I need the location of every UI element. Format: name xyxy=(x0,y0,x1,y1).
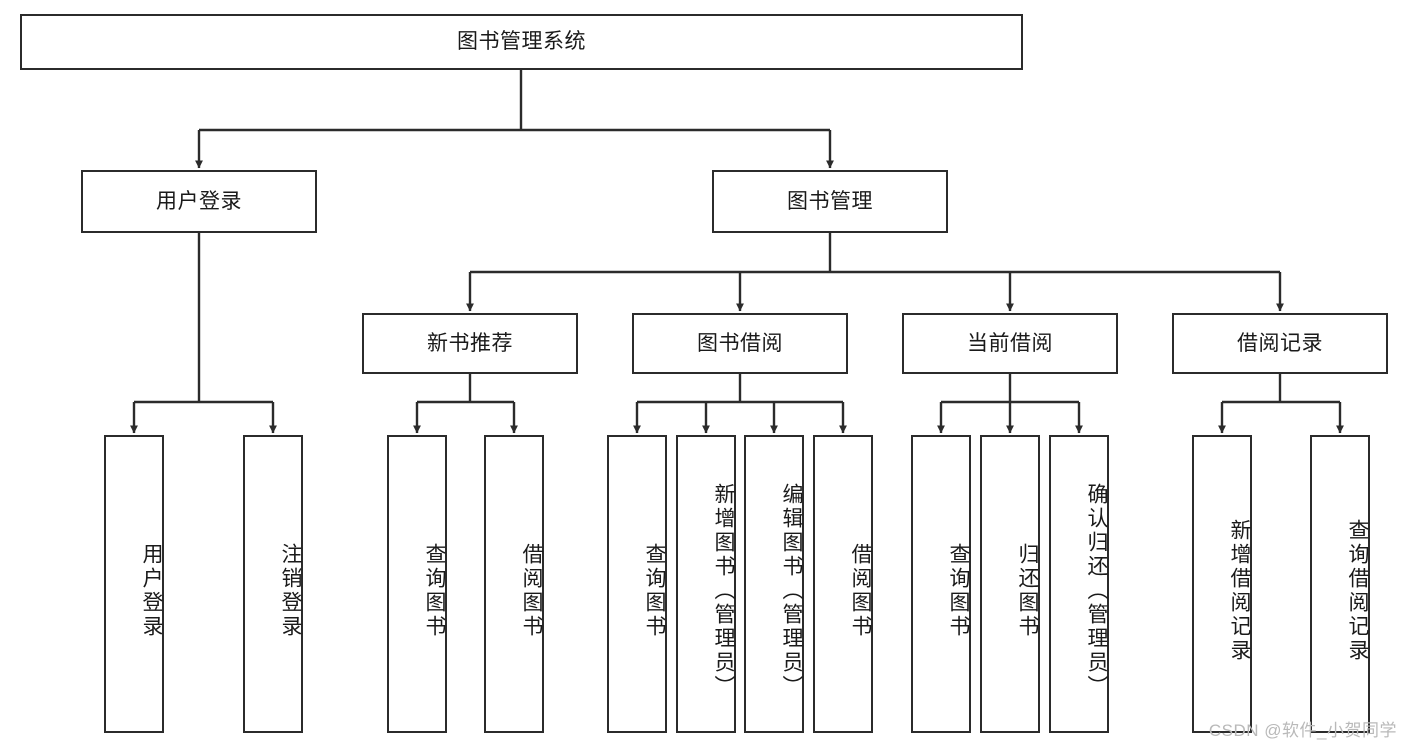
node-label: 新书推荐 xyxy=(427,331,513,355)
node-label: 用户登录 xyxy=(156,189,242,213)
node-label: 图书管理 xyxy=(787,189,873,213)
node-book-borrow[interactable]: 图书借阅 xyxy=(632,313,848,374)
node-label: 注销登录 xyxy=(279,543,302,639)
csdn-watermark: CSDN @软件_小贺同学 xyxy=(1208,721,1397,740)
node-label: 借阅记录 xyxy=(1237,331,1323,355)
node-label: 新增借阅记录 xyxy=(1228,519,1251,663)
node-label: 用户登录 xyxy=(140,543,163,639)
node-label: 编辑图书（管理员） xyxy=(780,483,803,699)
leaf-borrow-query-book[interactable]: 查询图书 xyxy=(607,435,667,733)
node-label: 借阅图书 xyxy=(849,543,872,639)
leaf-borrow-edit-book-admin[interactable]: 编辑图书（管理员） xyxy=(744,435,804,733)
node-label: 当前借阅 xyxy=(967,331,1053,355)
node-book-management[interactable]: 图书管理 xyxy=(712,170,948,233)
leaf-new-book-query[interactable]: 查询图书 xyxy=(387,435,447,733)
node-borrow-records[interactable]: 借阅记录 xyxy=(1172,313,1388,374)
node-label: 查询图书 xyxy=(643,543,666,639)
node-label: 图书管理系统 xyxy=(457,30,586,54)
leaf-current-confirm-return-admin[interactable]: 确认归还（管理员） xyxy=(1049,435,1109,733)
node-label: 确认归还（管理员） xyxy=(1085,483,1108,699)
node-label: 借阅图书 xyxy=(520,543,543,639)
leaf-current-query-book[interactable]: 查询图书 xyxy=(911,435,971,733)
leaf-records-query-record[interactable]: 查询借阅记录 xyxy=(1310,435,1370,733)
leaf-borrow-borrow-book[interactable]: 借阅图书 xyxy=(813,435,873,733)
leaf-current-return-book[interactable]: 归还图书 xyxy=(980,435,1040,733)
node-root-system[interactable]: 图书管理系统 xyxy=(20,14,1023,70)
node-label: 归还图书 xyxy=(1016,543,1039,639)
leaf-new-book-borrow[interactable]: 借阅图书 xyxy=(484,435,544,733)
node-user-login[interactable]: 用户登录 xyxy=(81,170,317,233)
leaf-borrow-add-book-admin[interactable]: 新增图书（管理员） xyxy=(676,435,736,733)
leaf-user-login-logout[interactable]: 注销登录 xyxy=(243,435,303,733)
node-new-book-recommend[interactable]: 新书推荐 xyxy=(362,313,578,374)
node-label: 新增图书（管理员） xyxy=(712,483,735,699)
node-label: 查询图书 xyxy=(947,543,970,639)
node-label: 图书借阅 xyxy=(697,331,783,355)
node-label: 查询图书 xyxy=(423,543,446,639)
leaf-user-login-login[interactable]: 用户登录 xyxy=(104,435,164,733)
leaf-records-add-record[interactable]: 新增借阅记录 xyxy=(1192,435,1252,733)
node-label: 查询借阅记录 xyxy=(1346,519,1369,663)
node-current-borrow[interactable]: 当前借阅 xyxy=(902,313,1118,374)
